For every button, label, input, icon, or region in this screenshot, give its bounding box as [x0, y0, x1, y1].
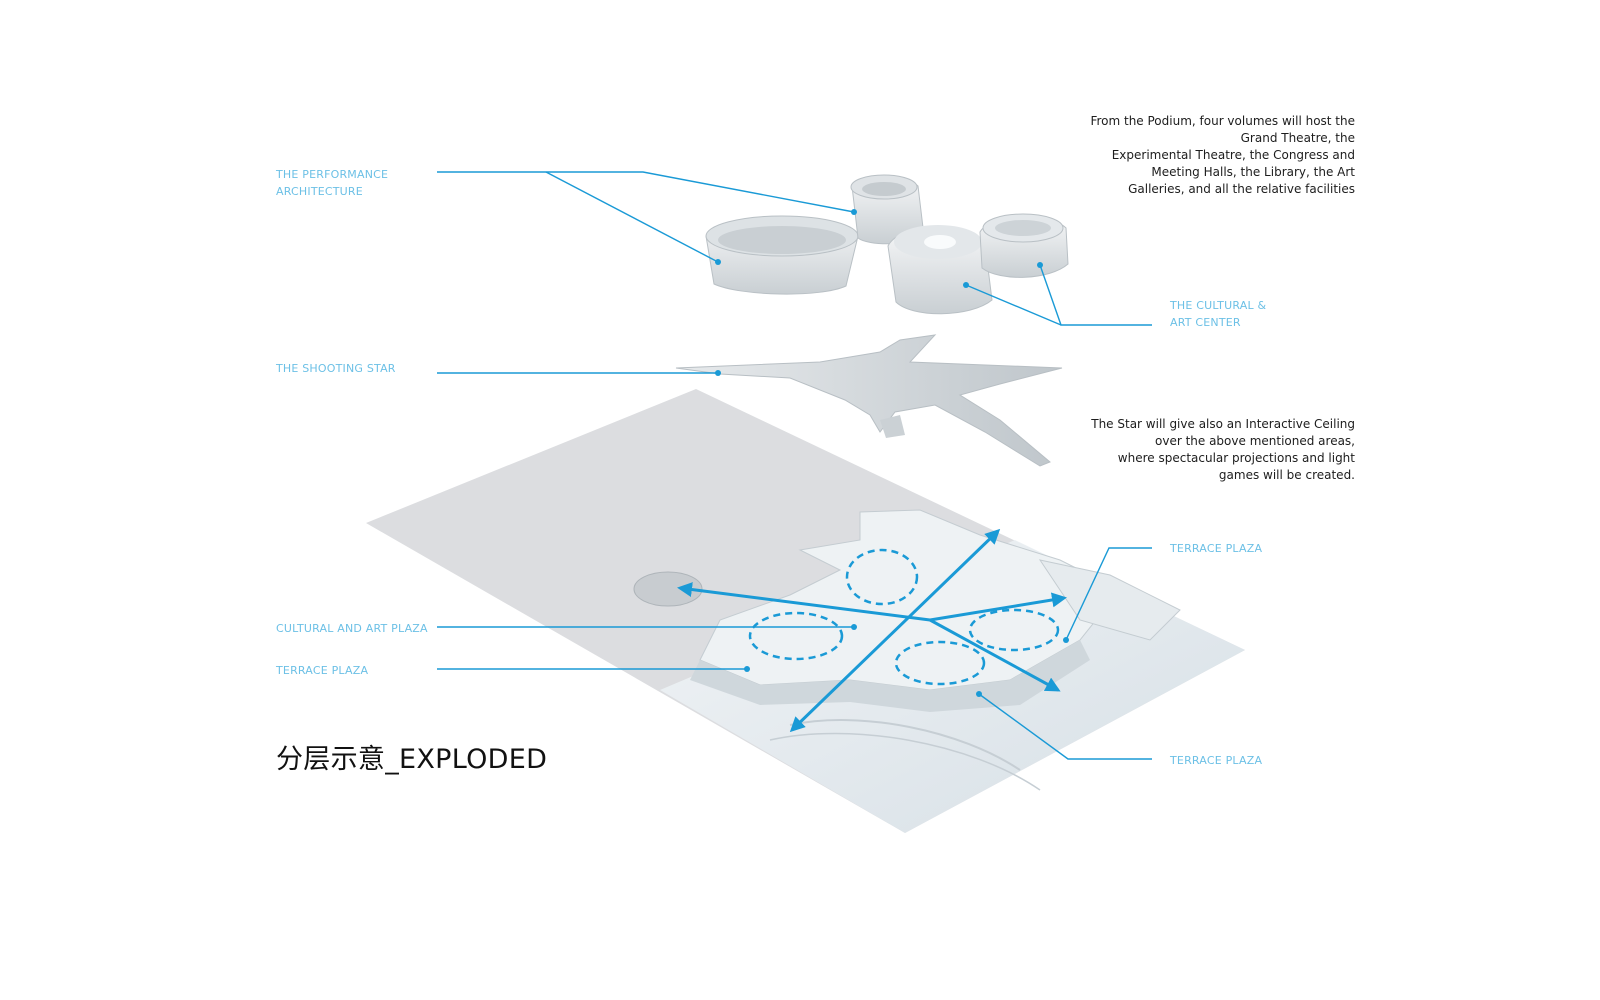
- volume-grand-theatre: [705, 215, 859, 295]
- performance-volumes: [705, 174, 1069, 315]
- leader-lines: [437, 171, 1152, 760]
- axis-arrow-west: [677, 582, 931, 622]
- axis-arrow-east: [929, 592, 1067, 622]
- leader-terrace-right-top: [1065, 547, 1152, 641]
- axis-arrows: [677, 528, 1067, 733]
- label-cultural-and-art-plaza: CULTURAL AND ART PLAZA: [276, 622, 428, 635]
- round-platform: [633, 571, 703, 607]
- label-performance-architecture: THE PERFORMANCE ARCHITECTURE: [276, 168, 389, 198]
- leader-dots: [715, 209, 1069, 697]
- plaza-ring-east: [968, 608, 1060, 652]
- label-terrace-plaza-right-bottom: TERRACE PLAZA: [1170, 754, 1263, 767]
- label-terrace-plaza-right-top: TERRACE PLAZA: [1170, 542, 1263, 555]
- leader-cultural-b: [965, 284, 1062, 326]
- label-cultural-art-center: THE CULTURAL & ART CENTER: [1170, 299, 1267, 329]
- leader-cultural-a: [1039, 264, 1152, 326]
- label-shooting-star: THE SHOOTING STAR: [276, 362, 396, 375]
- axis-arrow-southeast: [929, 618, 1061, 692]
- note-podium-volumes: From the Podium, four volumes will host …: [1090, 114, 1355, 196]
- leader-terrace-right-bottom: [978, 693, 1152, 760]
- shooting-star-model: [675, 334, 1063, 467]
- axis-arrow-diagonal: [789, 528, 1001, 733]
- note-interactive-ceiling: The Star will give also an Interactive C…: [1091, 417, 1355, 482]
- volume-library-gallery: [979, 213, 1069, 278]
- label-terrace-plaza-left: TERRACE PLAZA: [276, 664, 369, 677]
- leader-performance-b: [545, 171, 719, 263]
- volume-experimental-theatre: [850, 174, 925, 245]
- volume-congress-hall: [887, 225, 993, 315]
- leader-performance-a: [437, 171, 855, 213]
- diagram-title: 分层示意_EXPLODED: [276, 744, 548, 775]
